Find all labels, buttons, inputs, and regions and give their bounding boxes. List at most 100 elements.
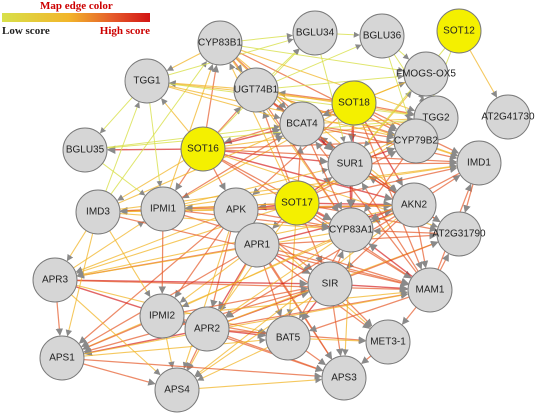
node-circle-tgg1[interactable] [124,58,170,104]
edge-sir-met3-1 [345,299,373,327]
edge-tgg1-bglu35 [99,97,133,134]
node-circle-bglu35[interactable] [62,127,108,173]
node-tgg1[interactable]: TGG1 [124,58,170,104]
node-label-met3-1: MET3-1 [370,337,406,348]
edge-sot17-cyp83a1 [316,212,332,221]
edge-imd3-ipmi2 [109,230,151,298]
edge-aps1-aps3 [83,358,323,380]
node-circle-aps1[interactable] [39,335,85,381]
legend: Map edge color Low score High score [2,0,150,37]
node-apr3[interactable]: APR3 [32,257,78,303]
node-cyp83a1[interactable]: CYP83A1 [328,207,374,253]
node-met3-1[interactable]: MET3-1 [365,319,411,365]
node-circle-ipmi2[interactable] [139,293,185,339]
node-circle-ugt74b1[interactable] [233,67,279,113]
node-circle-cyp83b1[interactable] [197,20,243,66]
node-label-cyp83b1: CYP83B1 [198,38,242,49]
node-circle-apr3[interactable] [32,257,78,303]
edge-mam1-met3-1 [401,306,417,325]
node-label-bglu36: BGLU36 [363,31,402,42]
node-apk[interactable]: APK [213,187,259,233]
node-at2g31790[interactable]: AT2G31790 [432,211,486,257]
node-mam1[interactable]: MAM1 [407,267,453,313]
node-circle-sir[interactable] [307,261,353,307]
node-cyp83b1[interactable]: CYP83B1 [197,20,243,66]
node-circle-sot18[interactable] [331,80,377,126]
node-at2g41730[interactable]: AT2G41730 [481,94,535,140]
node-ugt74b1[interactable]: UGT74B1 [233,67,279,113]
node-akn2[interactable]: AKN2 [391,182,437,228]
node-sot18[interactable]: SOT18 [331,80,377,126]
node-apr2[interactable]: APR2 [184,306,230,352]
node-sir[interactable]: SIR [307,261,353,307]
node-circle-cyp83a1[interactable] [328,207,374,253]
node-circle-cyp79b2[interactable] [393,118,439,164]
node-circle-akn2[interactable] [391,182,437,228]
node-aps3[interactable]: APS3 [321,355,367,401]
node-label-sot18: SOT18 [338,98,370,109]
edge-sot18-sur1 [347,124,357,143]
node-imd3[interactable]: IMD3 [75,189,121,235]
edge-sot16-imd3 [116,159,185,201]
edge-sur1-cyp79b2 [370,147,396,158]
edge-tgg1-cyp79b2 [168,85,395,138]
node-fmogs-ox5[interactable]: FMOGS-OX5 [396,51,456,97]
node-bglu34[interactable]: BGLU34 [292,10,338,56]
edge-akn2-mam1 [417,226,429,269]
edge-apr3-aps4 [70,294,161,376]
edge-sir-aps3 [332,305,344,357]
node-label-tgg2: TGG2 [422,113,450,124]
node-circle-ipmi1[interactable] [140,186,186,232]
node-circle-aps3[interactable] [321,355,367,401]
node-circle-bglu34[interactable] [292,10,338,56]
node-circle-sot16[interactable] [180,126,226,172]
node-label-sir: SIR [322,279,339,290]
node-circle-mam1[interactable] [407,267,453,313]
edge-apr2-bat5 [228,330,267,339]
node-sot16[interactable]: SOT16 [180,126,226,172]
node-circle-met3-1[interactable] [365,319,411,365]
edge-apk-ipmi2 [174,227,224,298]
edge-sot18-ugt74b1 [277,90,333,101]
node-bglu36[interactable]: BGLU36 [359,13,405,59]
node-circle-imd1[interactable] [456,140,502,186]
node-circle-bat5[interactable] [265,315,311,361]
edge-cyp83b1-ugt74b1 [232,60,243,73]
node-circle-apk[interactable] [213,187,259,233]
edge-cyp83a1-apr3 [76,233,330,279]
node-circle-bglu36[interactable] [359,13,405,59]
node-aps1[interactable]: APS1 [39,335,85,381]
node-sur1[interactable]: SUR1 [327,141,373,187]
node-cyp79b2[interactable]: CYP79B2 [393,118,439,164]
node-ipmi1[interactable]: IPMI1 [140,186,186,232]
node-label-cyp79b2: CYP79B2 [394,136,438,147]
node-sot17[interactable]: SOT17 [274,180,320,226]
node-circle-bcat4[interactable] [279,101,325,147]
node-bglu35[interactable]: BGLU35 [62,127,108,173]
edge-bcat4-sur1 [318,137,334,150]
edge-bcat4-cyp83a1 [310,143,342,210]
edge-apk-apr3 [75,217,216,273]
edge-sur1-imd1 [371,159,457,167]
node-circle-apr1[interactable] [234,222,280,268]
node-circle-at2g31790[interactable] [436,211,482,257]
node-circle-imd3[interactable] [75,189,121,235]
node-bcat4[interactable]: BCAT4 [279,101,325,147]
node-circle-aps4[interactable] [154,367,200,413]
node-apr1[interactable]: APR1 [234,222,280,268]
node-circle-sur1[interactable] [327,141,373,187]
node-sot12[interactable]: SOT12 [436,8,482,54]
node-imd1[interactable]: IMD1 [456,140,502,186]
node-circle-at2g41730[interactable] [485,94,531,140]
node-label-apr2: APR2 [194,324,221,335]
node-label-cyp83a1: CYP83A1 [329,225,373,236]
node-bat5[interactable]: BAT5 [265,315,311,361]
node-ipmi2[interactable]: IPMI2 [139,293,185,339]
edge-apr2-aps4 [186,348,198,371]
node-circle-fmogs-ox5[interactable] [403,51,449,97]
edge-mam1-at2g31790 [439,253,449,271]
node-circle-apr2[interactable] [184,306,230,352]
node-circle-sot12[interactable] [436,8,482,54]
node-aps4[interactable]: APS4 [154,367,200,413]
node-circle-sot17[interactable] [274,180,320,226]
